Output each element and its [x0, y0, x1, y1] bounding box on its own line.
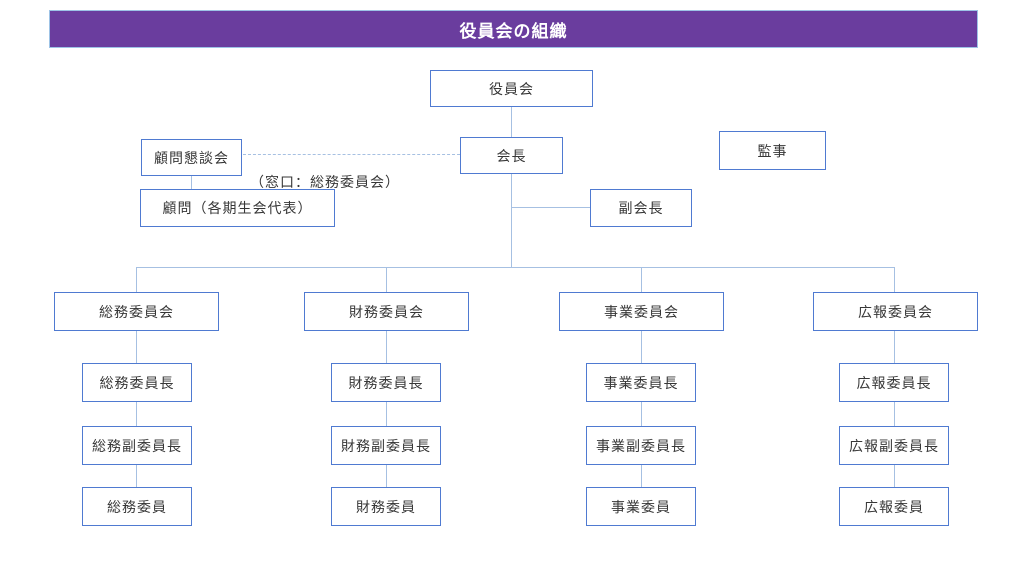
advisor-contact-note: （窓口：総務委員会） — [250, 174, 400, 190]
node-finance-vice-chief: 財務副委員長 — [331, 426, 441, 465]
node-vice-chairman: 副会長 — [590, 189, 692, 227]
node-finance-chief: 財務委員長 — [331, 363, 441, 402]
node-advisor-council: 顧問懇談会 — [141, 139, 242, 176]
chart-title-bar: 役員会の組織 — [49, 10, 978, 48]
node-pr-members: 広報委員 — [839, 487, 949, 526]
connector-advisor-council-advisors — [191, 176, 193, 189]
connector-col1-a — [136, 331, 138, 363]
node-general-affairs-chief: 総務委員長 — [82, 363, 192, 402]
connector-dashed-advisor-chairman — [243, 154, 460, 155]
connector-col1-c — [136, 465, 138, 487]
connector-distribution-line — [136, 267, 895, 269]
connector-drop-business — [641, 267, 643, 292]
node-business-members: 事業委員 — [586, 487, 696, 526]
node-chairman: 会長 — [460, 137, 563, 174]
connector-col2-c — [386, 465, 388, 487]
node-business-vice-chief: 事業副委員長 — [586, 426, 696, 465]
connector-col4-c — [894, 465, 896, 487]
node-pr-committee: 広報委員会 — [813, 292, 978, 331]
connector-board-chairman — [511, 107, 513, 137]
connector-col2-a — [386, 331, 388, 363]
node-auditor: 監事 — [719, 131, 826, 170]
connector-col1-b — [136, 402, 138, 426]
connector-drop-pr — [894, 267, 896, 292]
chart-title: 役員会の組織 — [459, 21, 568, 41]
node-pr-chief: 広報委員長 — [839, 363, 949, 402]
node-general-affairs-vice-chief: 総務副委員長 — [82, 426, 192, 465]
node-general-affairs-members: 総務委員 — [82, 487, 192, 526]
node-board: 役員会 — [430, 70, 593, 107]
connector-drop-general-affairs — [136, 267, 138, 292]
connector-col3-a — [641, 331, 643, 363]
node-pr-vice-chief: 広報副委員長 — [839, 426, 949, 465]
connector-col4-b — [894, 402, 896, 426]
node-general-affairs-committee: 総務委員会 — [54, 292, 219, 331]
node-advisors: 顧問（各期生会代表） — [140, 189, 335, 227]
node-finance-members: 財務委員 — [331, 487, 441, 526]
connector-col4-a — [894, 331, 896, 363]
node-finance-committee: 財務委員会 — [304, 292, 469, 331]
connector-chairman-trunk — [511, 174, 513, 268]
connector-col3-b — [641, 402, 643, 426]
connector-drop-finance — [386, 267, 388, 292]
node-business-committee: 事業委員会 — [559, 292, 724, 331]
connector-col2-b — [386, 402, 388, 426]
connector-vice-chairman — [512, 207, 590, 209]
node-business-chief: 事業委員長 — [586, 363, 696, 402]
connector-col3-c — [641, 465, 643, 487]
